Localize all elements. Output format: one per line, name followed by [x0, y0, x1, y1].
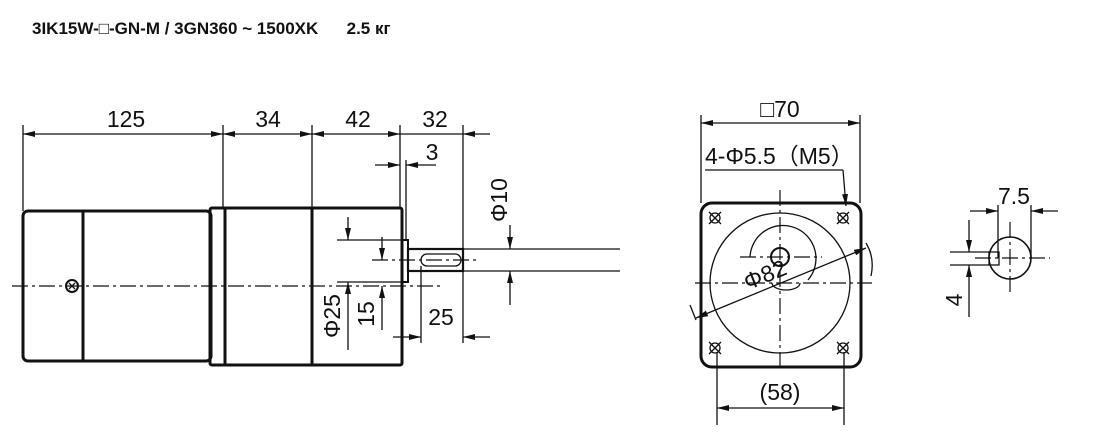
dim-shaft-diameter: Φ10 [486, 178, 512, 222]
dim-mounting-holes: 4-Φ5.5（M5） [705, 143, 854, 169]
dim-key-width: 7.5 [998, 183, 1030, 209]
mounting-hole-icon [708, 211, 850, 355]
dim-pilot-thickness: 3 [426, 139, 439, 165]
front-view: □70 4-Φ5.5（M5） Φ82 (58) [689, 96, 873, 425]
dim-motor-length: 125 [107, 106, 145, 132]
drawing-title: 3IK15W-□-GN-M / 3GN360 ~ 1500XK 2.5 кг [32, 19, 391, 38]
dim-flange-square: □70 [760, 96, 799, 122]
side-view: 125 34 42 32 3 Φ10 Φ25 15 25 [12, 106, 620, 367]
dim-shaft-length: 32 [422, 106, 448, 132]
dim-shaft-offset: 15 [353, 301, 379, 327]
dim-hole-spacing: (58) [760, 379, 801, 405]
dim-gearbox-section-2: 42 [345, 106, 371, 132]
shaft-end-view: 7.5 4 [941, 183, 1058, 317]
dim-key-depth: 4 [941, 293, 967, 306]
screw-symbol-icon [65, 279, 79, 293]
dim-gearbox-section-1: 34 [255, 106, 281, 132]
dim-pitch-circle: Φ82 [740, 254, 790, 295]
dim-pilot-diameter: Φ25 [319, 294, 345, 338]
dim-key-length: 25 [428, 304, 454, 330]
